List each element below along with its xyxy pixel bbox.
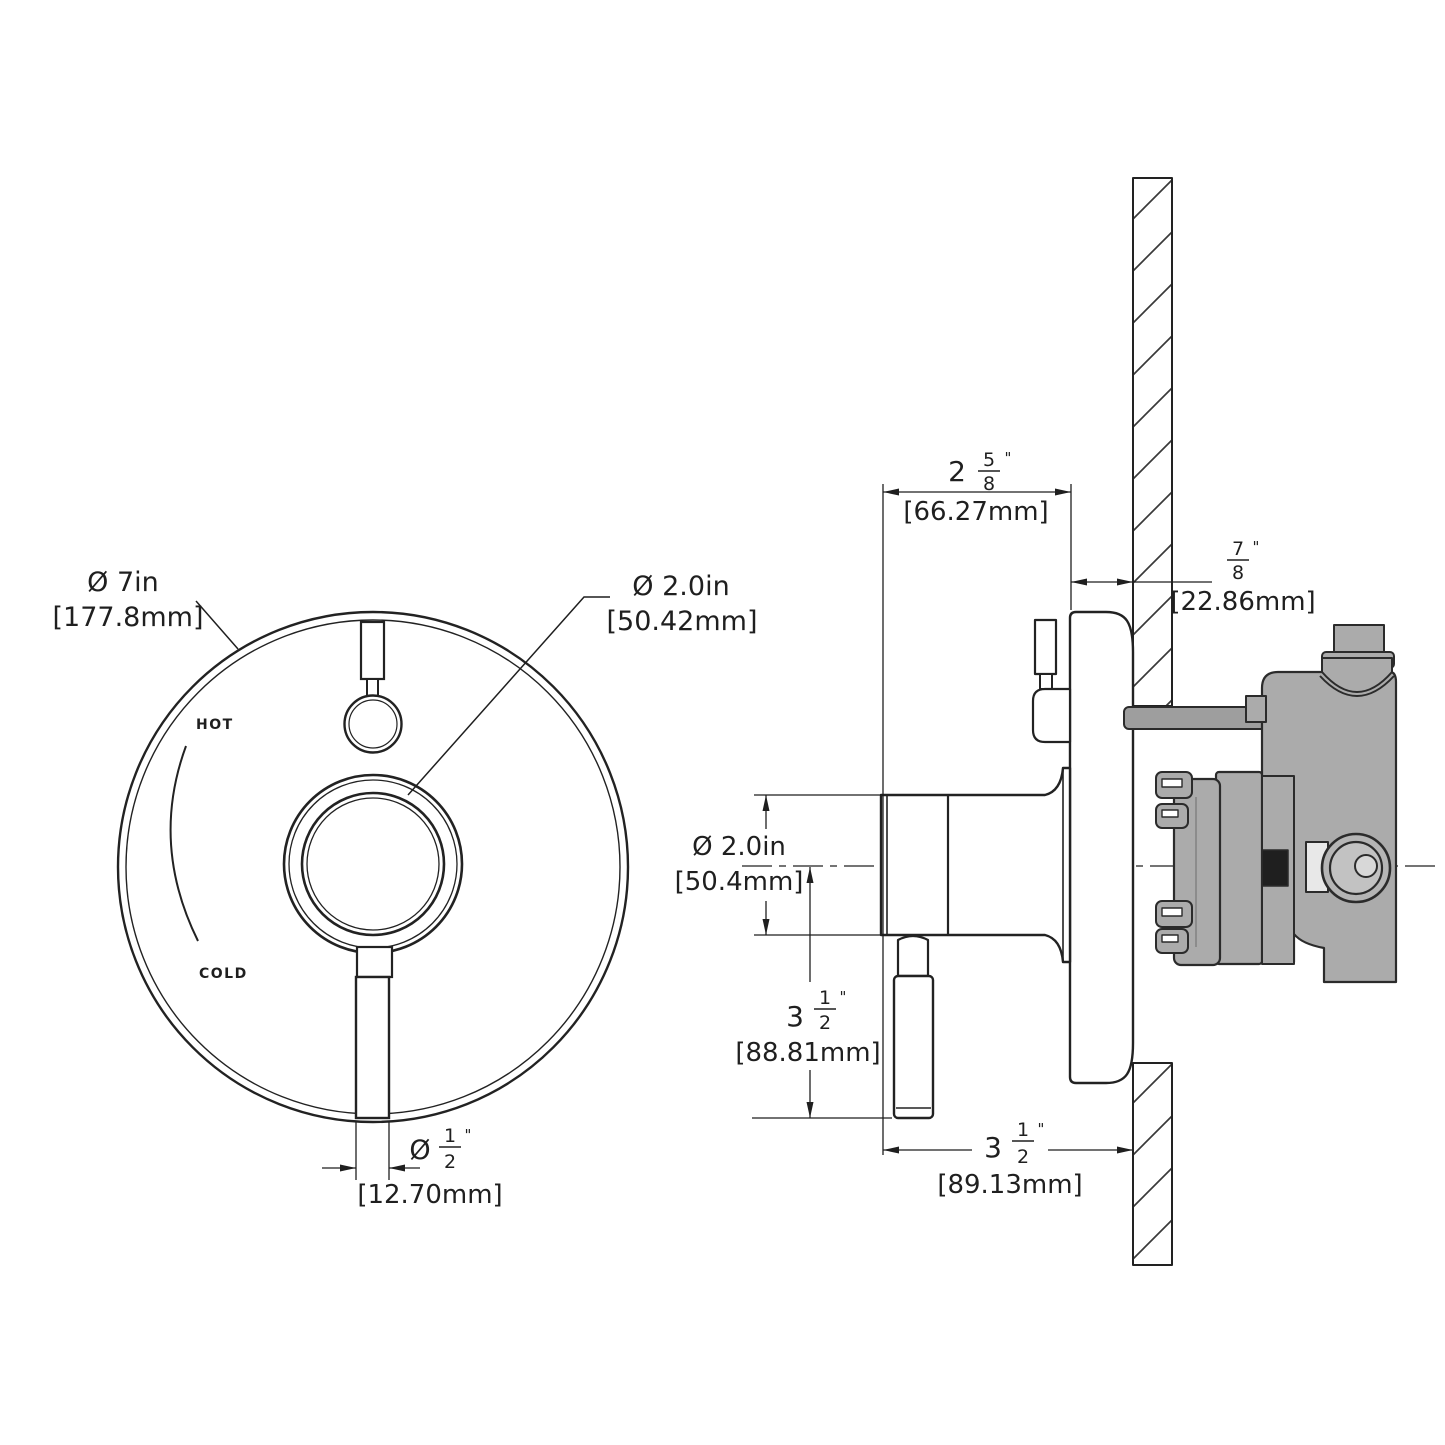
trim-plate-side xyxy=(1068,610,1135,1085)
svg-text:2: 2 xyxy=(948,455,966,488)
svg-text:1: 1 xyxy=(1017,1119,1029,1141)
svg-text:1: 1 xyxy=(444,1125,456,1147)
svg-text:": " xyxy=(1005,449,1012,467)
svg-text:2: 2 xyxy=(444,1151,456,1173)
front-view: HOT COLD Ø 7in [177.8mm] Ø 2.0in [50.42m… xyxy=(53,567,758,1210)
temperature-range-arc xyxy=(169,745,199,942)
handle-diameter-dimension xyxy=(322,1122,420,1180)
volume-handle-front xyxy=(354,945,394,1120)
hot-label: HOT xyxy=(196,717,234,733)
handle-length-label: 3 1 2 " [88.81mm] xyxy=(735,987,880,1068)
trim-depth-label: 2 5 8 " [66.27mm] xyxy=(903,449,1048,527)
svg-text:Ø 2.0in: Ø 2.0in xyxy=(632,571,729,602)
knob-diameter-leader xyxy=(407,596,610,796)
knob-projection-label: 3 1 2 " [89.13mm] xyxy=(937,1119,1082,1200)
svg-text:Ø: Ø xyxy=(409,1135,430,1166)
temperature-lever-side xyxy=(1031,618,1072,744)
svg-text:2: 2 xyxy=(819,1012,831,1034)
side-view-arrowheads xyxy=(762,488,1133,1154)
svg-text:3: 3 xyxy=(984,1131,1002,1164)
volume-knob-side xyxy=(879,766,1072,964)
knob-diameter-label: Ø 2.0in [50.42mm] xyxy=(607,571,758,637)
svg-text:[50.4mm]: [50.4mm] xyxy=(675,867,804,897)
svg-text:": " xyxy=(1253,538,1260,556)
svg-text:7: 7 xyxy=(1232,538,1244,560)
svg-text:[89.13mm]: [89.13mm] xyxy=(937,1170,1082,1200)
svg-text:8: 8 xyxy=(1232,562,1244,584)
handle-diameter-label: Ø 1 2 " [12.70mm] xyxy=(357,1125,502,1210)
valve-port-boss xyxy=(1320,832,1392,904)
svg-text:[22.86mm]: [22.86mm] xyxy=(1170,587,1315,617)
temperature-lever-front xyxy=(343,620,403,754)
side-view: 2 5 8 " [66.27mm] 7 8 " [22.86mm] Ø 2.0i… xyxy=(675,177,1440,1266)
valve-main-body xyxy=(1260,670,1398,984)
svg-text:[50.42mm]: [50.42mm] xyxy=(607,606,758,637)
svg-text:Ø 7in: Ø 7in xyxy=(87,567,159,598)
svg-text:[88.81mm]: [88.81mm] xyxy=(735,1038,880,1068)
volume-knob-front xyxy=(282,773,464,955)
svg-text:5: 5 xyxy=(983,449,995,471)
cold-label: COLD xyxy=(199,966,248,982)
cartridge-flange xyxy=(1214,770,1264,966)
svg-text:Ø 2.0in: Ø 2.0in xyxy=(692,832,786,862)
svg-text:[177.8mm]: [177.8mm] xyxy=(53,602,204,633)
svg-text:": " xyxy=(840,988,847,1006)
plate-diameter-label: Ø 7in [177.8mm] xyxy=(53,567,204,633)
svg-text:[66.27mm]: [66.27mm] xyxy=(903,497,1048,527)
svg-text:": " xyxy=(465,1126,472,1144)
rough-in-valve-body xyxy=(1123,624,1398,984)
valve-saddle xyxy=(1321,657,1393,693)
plate-thickness-label: 7 8 " [22.86mm] xyxy=(1170,538,1315,617)
cap-tabs xyxy=(1155,771,1193,954)
handle-diameter-arrowheads xyxy=(340,1164,405,1172)
svg-text:8: 8 xyxy=(983,473,995,495)
svg-text:2: 2 xyxy=(1017,1146,1029,1168)
svg-text:[12.70mm]: [12.70mm] xyxy=(357,1180,502,1210)
plate-diameter-leader xyxy=(195,600,239,650)
volume-handle-side xyxy=(892,934,935,1120)
svg-text:1: 1 xyxy=(819,987,831,1009)
svg-text:3: 3 xyxy=(786,1000,804,1033)
svg-text:": " xyxy=(1038,1120,1045,1138)
side-knob-diameter-label: Ø 2.0in [50.4mm] xyxy=(675,832,804,897)
valve-top-pipe xyxy=(1333,624,1385,656)
threaded-section xyxy=(1261,849,1289,887)
valve-mount-step xyxy=(1245,695,1267,723)
